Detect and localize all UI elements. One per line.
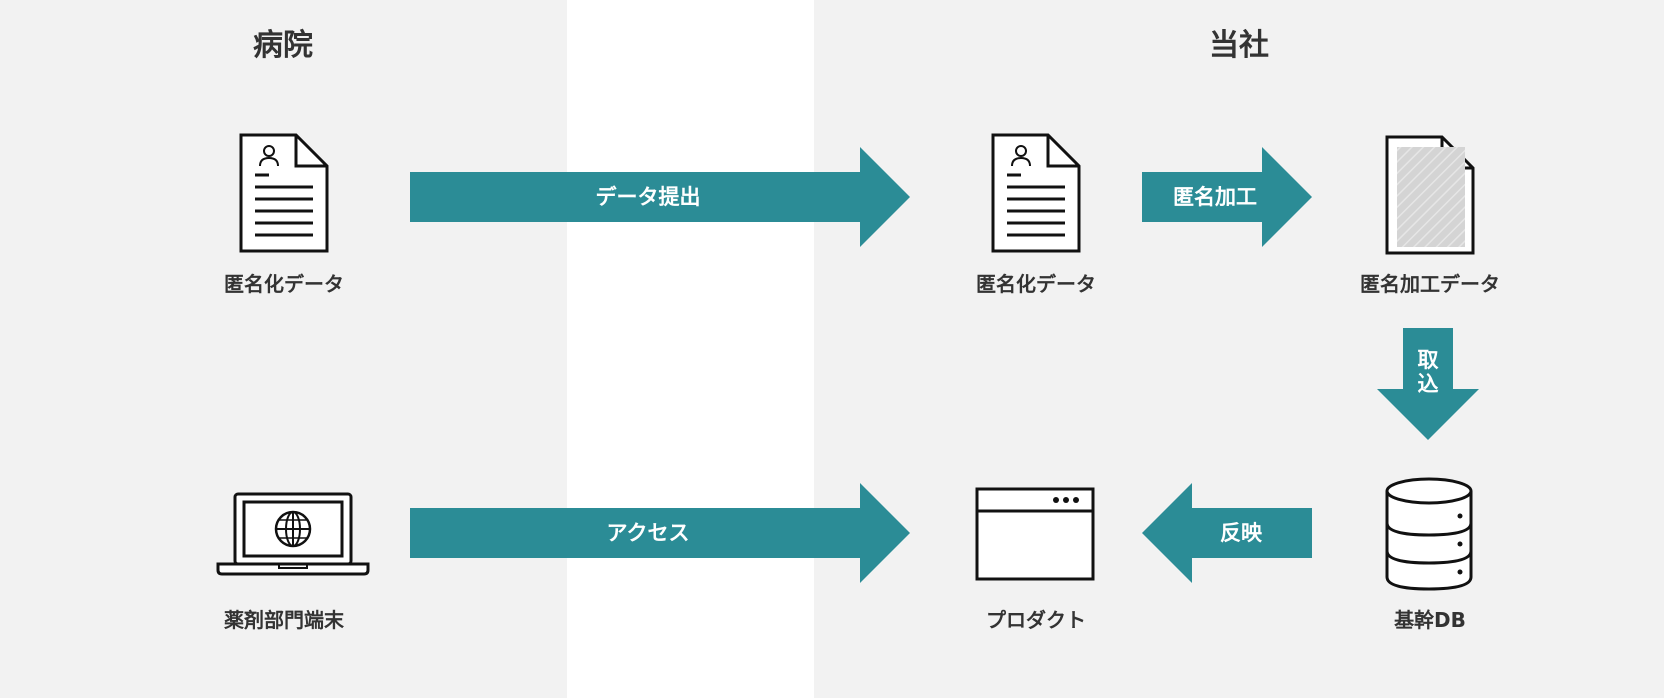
anonymize-arrow: 匿名加工	[1142, 147, 1312, 247]
import-arrow: 取 込	[1377, 328, 1479, 440]
import-label-line2: 込	[1418, 372, 1439, 396]
product-label: プロダクト	[986, 608, 1086, 632]
company-title: 当社	[1209, 28, 1269, 63]
company-panel	[814, 0, 1664, 698]
laptop-globe-icon	[216, 492, 370, 576]
document-icon	[239, 133, 329, 253]
database-icon	[1385, 477, 1473, 591]
processed-data-label: 匿名加工データ	[1360, 272, 1500, 296]
hospital-data-label: 匿名化データ	[224, 272, 344, 296]
access-label: アクセス	[607, 521, 690, 545]
access-arrow: アクセス	[410, 483, 910, 583]
reflect-arrow: 反映	[1142, 483, 1312, 583]
anonymize-label: 匿名加工	[1173, 185, 1257, 209]
browser-window-icon	[975, 487, 1095, 581]
pharmacy-terminal-label: 薬剤部門端末	[224, 608, 344, 632]
reflect-label: 反映	[1220, 521, 1263, 545]
data-submit-arrow: データ提出	[410, 147, 910, 247]
document-icon	[991, 133, 1081, 253]
import-label-line1: 取	[1418, 348, 1439, 372]
anonymized-document-icon	[1385, 135, 1475, 255]
company-data-label: 匿名化データ	[976, 272, 1096, 296]
core-db-label: 基幹DB	[1394, 608, 1466, 632]
data-submit-label: データ提出	[596, 185, 701, 209]
hospital-title: 病院	[253, 28, 313, 63]
hospital-panel	[0, 0, 567, 698]
